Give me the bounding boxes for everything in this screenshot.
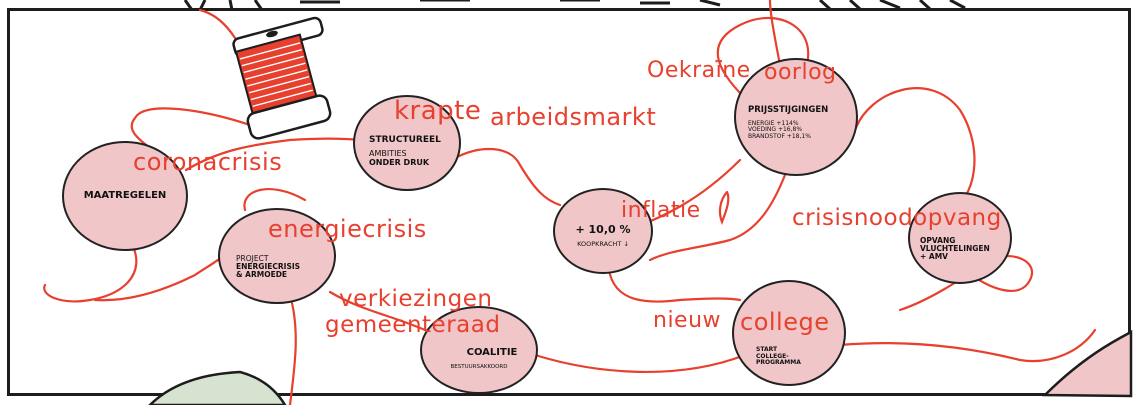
node-start-line3: PROGRAMMA (756, 359, 801, 367)
label-inflatie: inflatie (621, 198, 701, 223)
node-inflatie: + 10,0 % KOOPKRACHT ↓ (553, 188, 653, 274)
node-prijsstijgingen: PRIJSSTIJGINGEN ENERGIE +114% VOEDING +1… (734, 58, 858, 176)
label-college: college (740, 308, 830, 336)
node-maatregelen: MAATREGELEN (62, 141, 188, 251)
node-prijsstijgingen-line1: ENERGIE +114% (748, 119, 799, 127)
label-nieuw: nieuw (653, 308, 722, 333)
node-coalitie-sub: BESTUURSAKKOORD (450, 364, 508, 371)
label-energiecrisis: energiecrisis (268, 215, 427, 243)
node-prijsstijgingen-line3: BRANDSTOF +18,1% (748, 132, 811, 140)
node-start-line2: COLLEGE- (756, 352, 789, 360)
label-coronacrisis: coronacrisis (133, 148, 283, 176)
label-krapte: krapte (394, 96, 482, 126)
node-project: PROJECT ENERGIECRISIS & ARMOEDE (218, 208, 336, 304)
node-opvang-line3: + AMV (920, 251, 948, 261)
label-arbeidsmarkt: arbeidsmarkt (490, 103, 657, 131)
top-title-fragment (183, 0, 966, 11)
node-inflatie-value: + 10,0 % (575, 222, 631, 236)
node-inflatie-sub: KOOPKRACHT ↓ (577, 240, 629, 249)
node-project-line3: & ARMOEDE (236, 270, 288, 280)
thread-spool-icon (232, 16, 332, 140)
node-prijsstijgingen-line2: VOEDING +16,8% (748, 126, 803, 134)
node-structureel-sub1: AMBITIES (369, 148, 407, 158)
label-oekraine: Oekraïne (647, 58, 751, 83)
node-maatregelen-title: MAATREGELEN (83, 189, 167, 201)
node-opvang-line1: OPVANG (920, 236, 956, 246)
node-opvang: OPVANG VLUCHTELINGEN + AMV (908, 192, 1012, 284)
node-project-line2: ENERGIECRISIS (236, 262, 301, 272)
label-verkiezingen: verkiezingen (339, 286, 493, 312)
pink-decoration-right (1042, 329, 1133, 398)
node-coalitie-title: COALITIE (466, 346, 518, 358)
node-prijsstijgingen-title: PRIJSSTIJGINGEN (748, 104, 829, 115)
node-project-line1: PROJECT (236, 254, 269, 263)
node-structureel-sub2: ONDER DRUK (369, 157, 430, 167)
label-oorlog: oorlog (764, 60, 837, 85)
leaf-decoration-left (148, 370, 287, 405)
label-crisisnoodopvang: crisisnoodopvang (792, 205, 1002, 231)
node-start-collegeprogramma: START COLLEGE- PROGRAMMA (732, 280, 846, 386)
node-opvang-line2: VLUCHTELINGEN (920, 244, 990, 254)
node-structureel: STRUCTUREEL AMBITIES ONDER DRUK (353, 95, 461, 191)
node-start-line1: START (756, 346, 778, 354)
node-structureel-title: STRUCTUREEL (369, 135, 441, 146)
node-coalitie: COALITIE BESTUURSAKKOORD (420, 306, 538, 394)
label-gemeenteraad: gemeenteraad (325, 312, 501, 338)
